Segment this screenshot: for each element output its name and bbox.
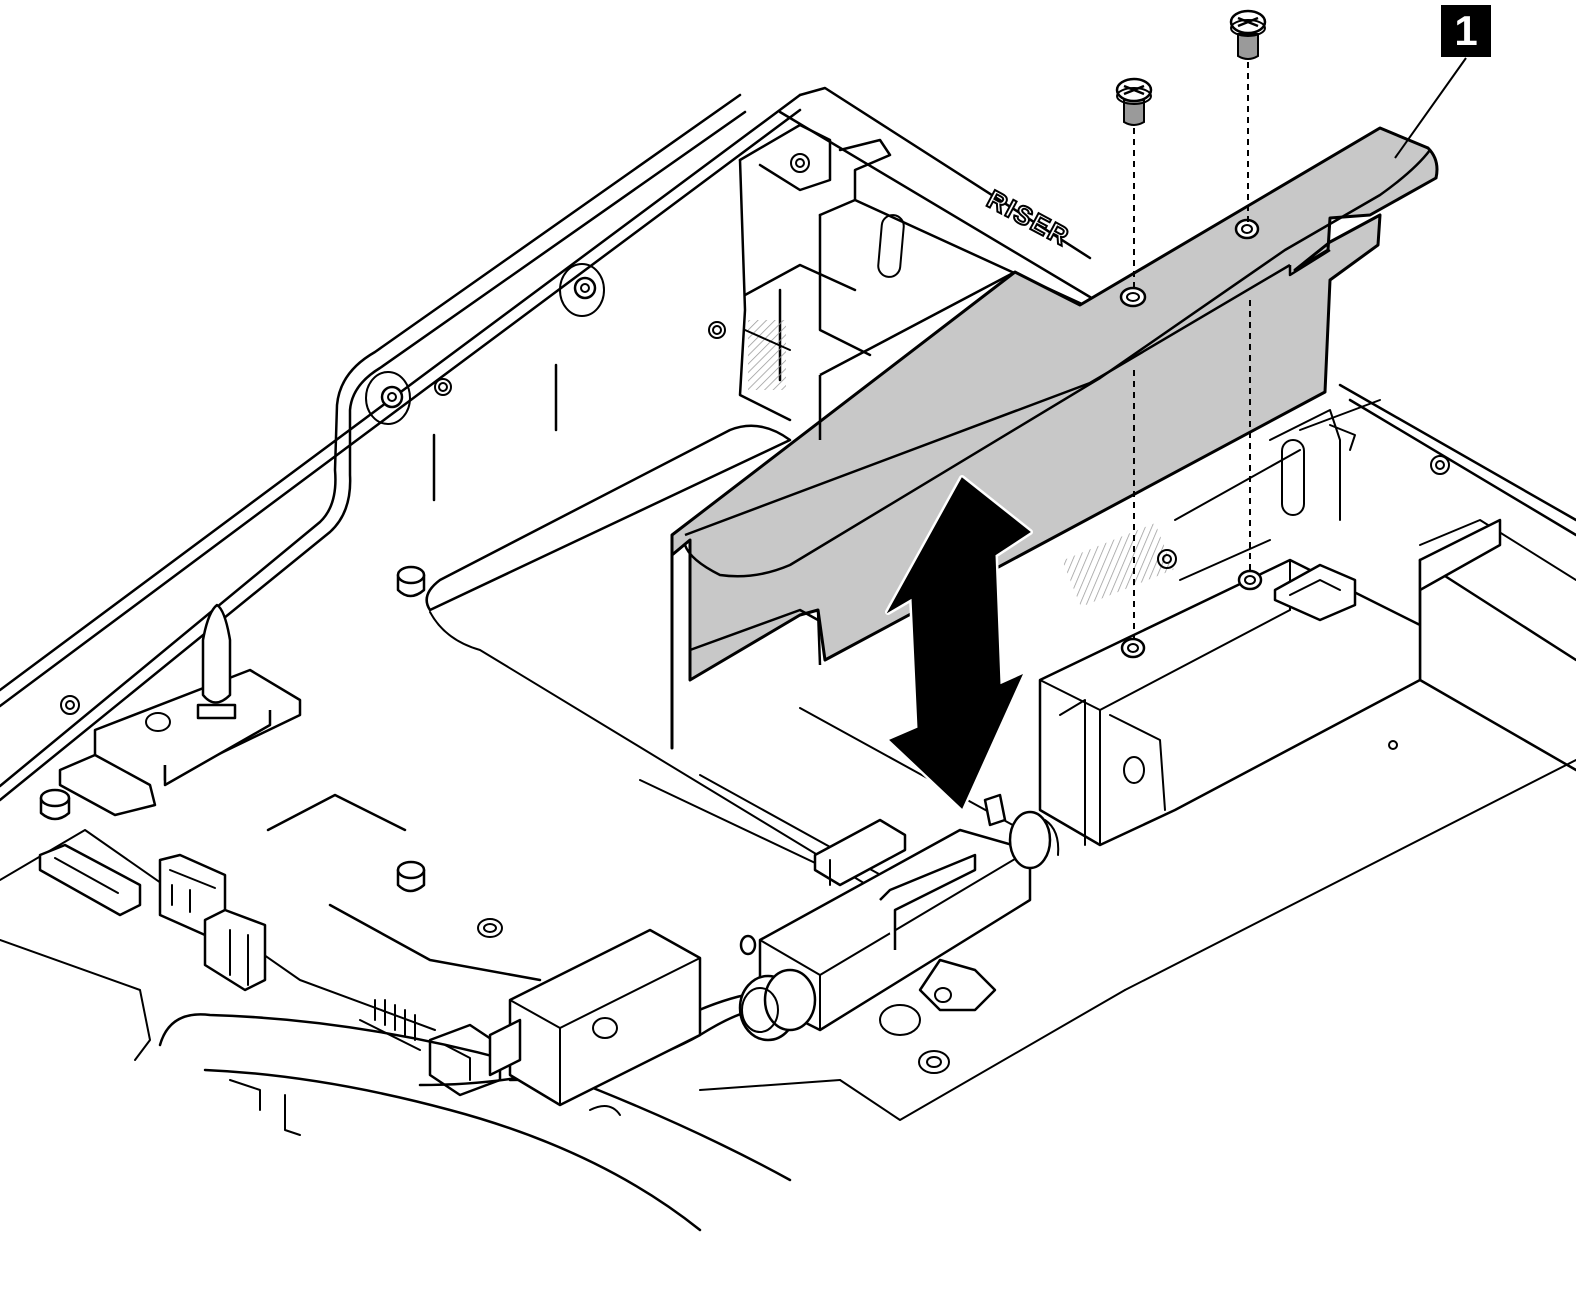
screw-icon [1115,77,1153,126]
callout-leader-line [1394,57,1467,159]
screw-icon [1229,9,1267,60]
right-riser-housing [1038,409,1502,847]
double-arrow-icon [885,475,1033,811]
riser-cage [738,123,1097,422]
screw-alignment-lines [1120,62,1263,659]
callout-number-1: 1 [1441,5,1491,57]
left-standoffs [39,263,726,982]
chassis-tray [0,86,1576,1121]
cable-connector-assembly [488,793,1060,1107]
riser-bracket [670,126,1439,750]
system-board-connectors [0,829,502,1097]
